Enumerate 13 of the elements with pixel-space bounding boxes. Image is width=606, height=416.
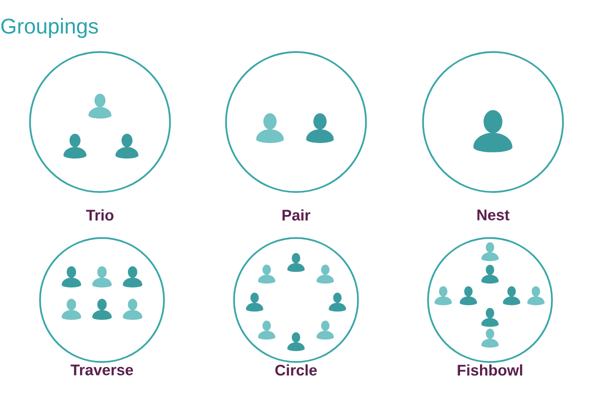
- grouping-circle: [427, 237, 553, 363]
- grouping-label: Trio: [86, 209, 114, 221]
- title: Groupings: [1, 18, 98, 38]
- grouping-circle: [422, 51, 564, 193]
- grouping-circle: [233, 237, 359, 363]
- grouping-label: Circle: [275, 364, 317, 376]
- grouping-circle: [225, 51, 367, 193]
- grouping-circle: [29, 51, 171, 193]
- grouping-circle: [39, 237, 165, 363]
- grouping-label: Nest: [477, 210, 510, 220]
- grouping-label: Fishbowl: [458, 364, 522, 376]
- grouping-label: Traverse: [70, 364, 134, 376]
- grouping-label: Pair: [282, 209, 310, 221]
